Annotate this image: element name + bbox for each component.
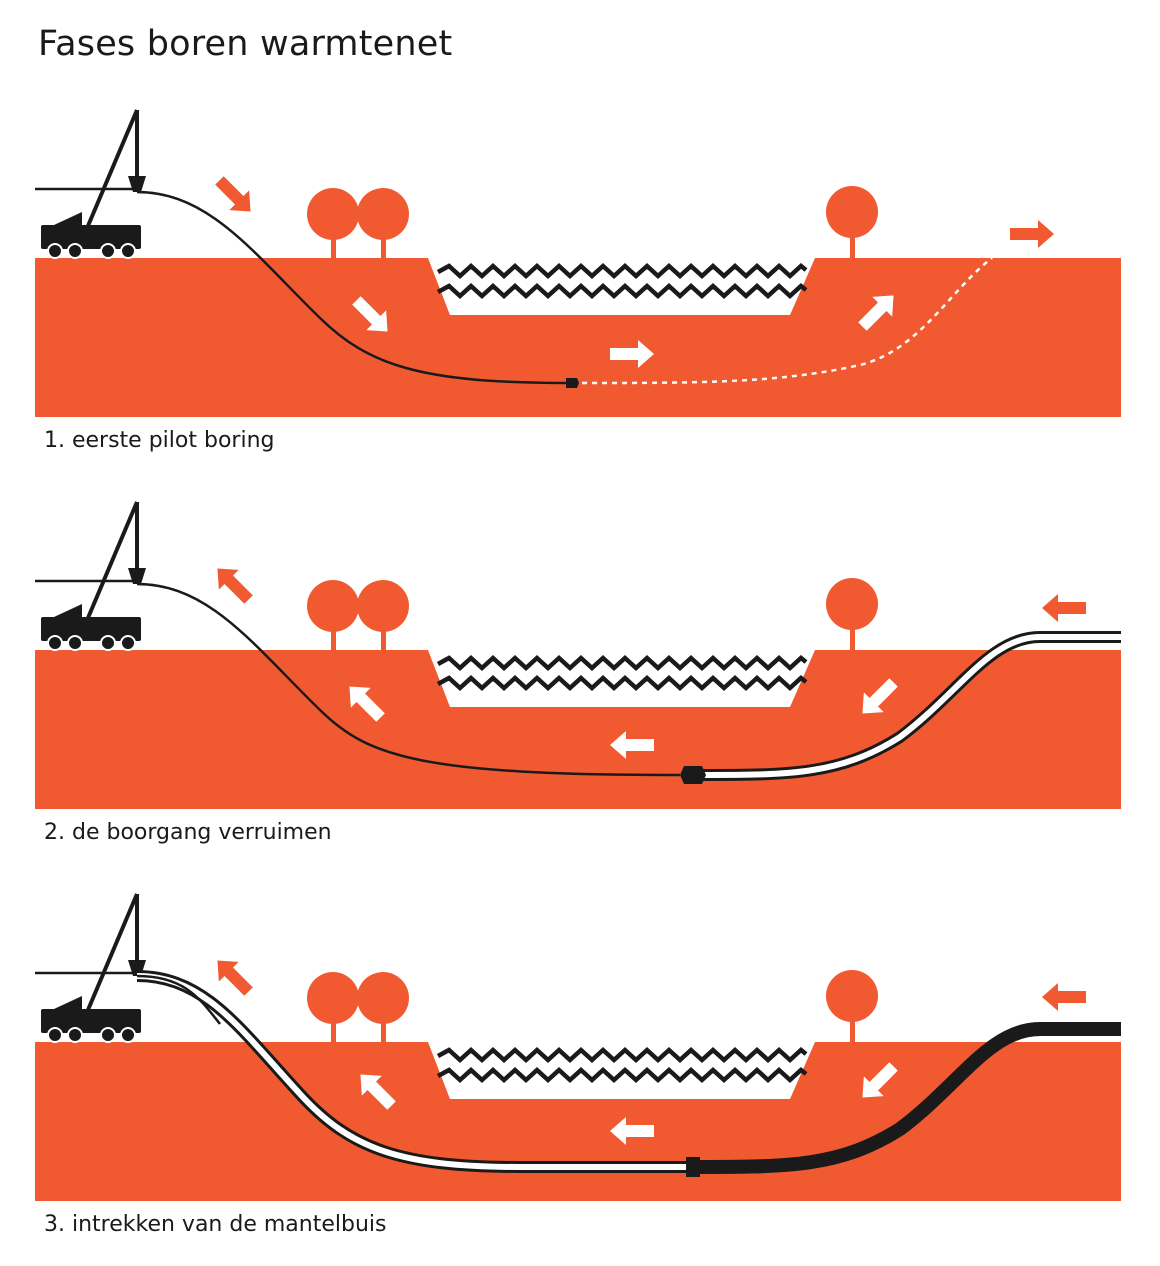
water-wave [436,654,808,672]
phase-2-diagram: 2. de boorgang verruimen [0,492,1160,872]
casing-pipe [689,1022,1121,1174]
arrow-up-left-icon [217,568,253,604]
phase-caption: 3. intrekken van de mantelbuis [44,1212,387,1237]
phase-3-diagram: 3. intrekken van de mantelbuis [0,884,1160,1264]
water-wave [436,1066,808,1084]
planned-route [581,257,993,385]
arrow-down-right-icon [352,296,388,332]
water-wave [436,282,808,300]
arrow-left-icon [1042,594,1086,622]
reamer-head [680,766,706,784]
water-wave [436,1046,808,1064]
arrow-down-left-icon [862,1062,898,1098]
phase-caption: 2. de boorgang verruimen [44,820,332,845]
arrow-up-left-icon [217,960,253,996]
arrow-left-icon [610,731,654,759]
arrow-up-right-icon [858,295,894,331]
water-wave [436,262,808,280]
arrow-up-left-icon [360,1074,396,1110]
page-title: Fases boren warmtenet [38,24,453,64]
tree-icon [307,580,359,651]
drill-head [566,378,579,388]
tree-icon [357,188,409,259]
drill-rig-icon [35,893,146,1043]
pipe-head [686,1157,700,1177]
drill-rig-icon [35,501,146,651]
arrow-right-icon [1010,220,1054,248]
arrow-up-left-icon [349,686,385,722]
widened-bore-inner [699,634,1121,778]
tree-icon [357,580,409,651]
tree-icon [826,578,878,651]
water-wave [436,674,808,692]
drill-line [136,582,681,777]
tree-icon [826,970,878,1043]
arrow-right-icon [610,340,654,368]
ground [35,650,1121,809]
arrow-down-left-icon [862,678,898,714]
tree-icon [307,188,359,259]
arrow-down-right-icon [215,176,251,212]
bore-channel-inner [136,973,690,1170]
phase-caption: 1. eerste pilot boring [44,428,275,453]
drill-rig-icon [35,109,146,259]
tree-icon [357,972,409,1043]
arrow-left-icon [610,1117,654,1145]
tree-icon [307,972,359,1043]
tree-icon [826,186,878,259]
phase-1-diagram: 1. eerste pilot boring [0,100,1160,480]
arrow-left-icon [1042,983,1086,1011]
ground [35,258,1121,417]
ground [35,1042,1121,1201]
drill-line [136,190,569,385]
